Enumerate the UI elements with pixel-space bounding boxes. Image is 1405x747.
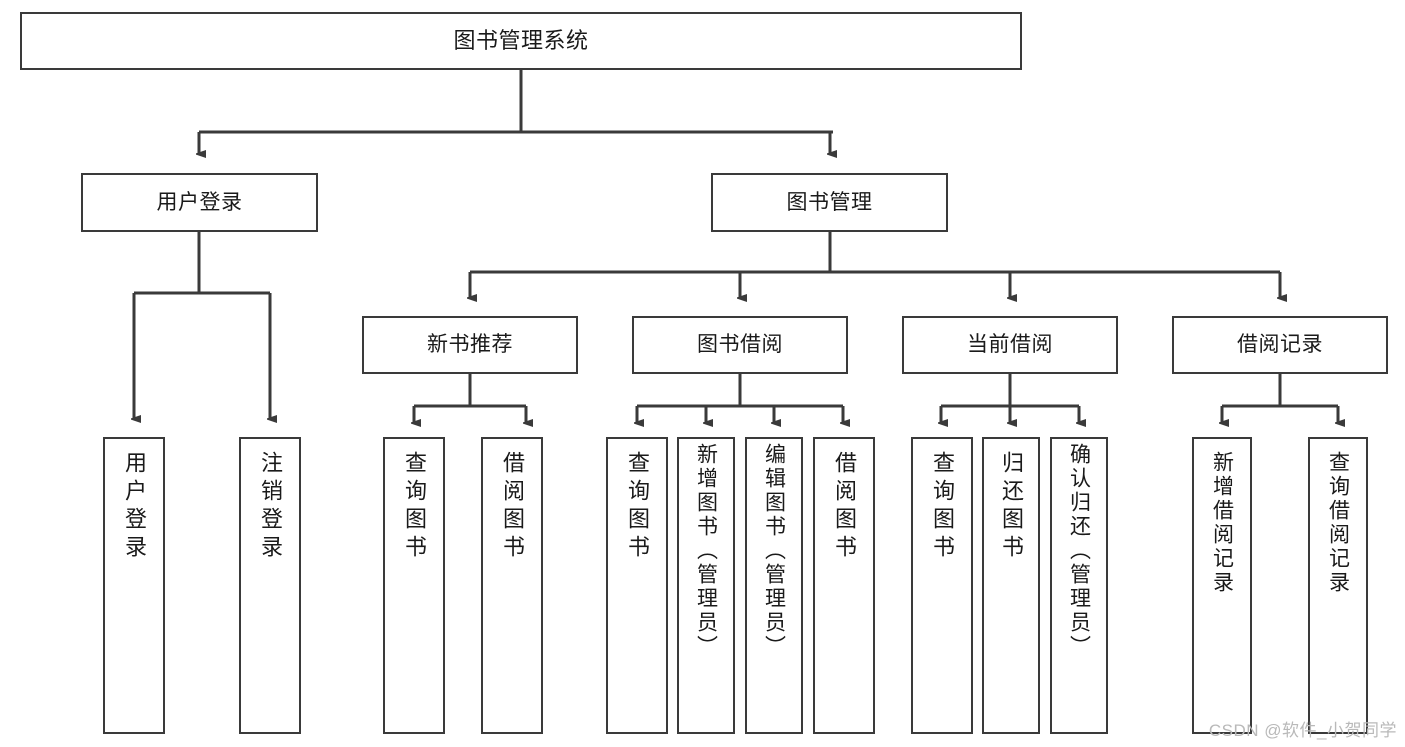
leaf-current-borrow-return[interactable]: 归还图书 <box>982 437 1040 734</box>
node-root-system[interactable]: 图书管理系统 <box>20 12 1022 70</box>
leaf-new-book-borrow[interactable]: 借阅图书 <box>481 437 543 734</box>
leaf-label: 借阅图书 <box>832 451 857 563</box>
leaf-current-borrow-confirm-return[interactable]: 确认归还（管理员） <box>1050 437 1108 734</box>
node-book-management[interactable]: 图书管理 <box>711 173 948 232</box>
node-user-login[interactable]: 用户登录 <box>81 173 318 232</box>
node-book-borrow[interactable]: 图书借阅 <box>632 316 848 374</box>
watermark-text: CSDN @软件_小贺同学 <box>1208 721 1397 740</box>
leaf-label: 用户登录 <box>122 451 147 563</box>
leaf-label: 确认归还（管理员） <box>1067 443 1091 659</box>
leaf-book-borrow-add[interactable]: 新增图书（管理员） <box>677 437 735 734</box>
leaf-label: 查询借阅记录 <box>1326 451 1350 595</box>
node-new-book-recommend[interactable]: 新书推荐 <box>362 316 578 374</box>
node-current-borrow[interactable]: 当前借阅 <box>902 316 1118 374</box>
leaf-label: 查询图书 <box>402 451 427 563</box>
leaf-label: 新增借阅记录 <box>1210 451 1234 595</box>
leaf-label: 查询图书 <box>625 451 650 563</box>
leaf-label: 借阅图书 <box>500 451 525 563</box>
leaf-book-borrow-edit[interactable]: 编辑图书（管理员） <box>745 437 803 734</box>
node-borrow-record[interactable]: 借阅记录 <box>1172 316 1388 374</box>
leaf-book-borrow-borrow[interactable]: 借阅图书 <box>813 437 875 734</box>
leaf-current-borrow-query[interactable]: 查询图书 <box>911 437 973 734</box>
leaf-new-book-query[interactable]: 查询图书 <box>383 437 445 734</box>
leaf-label: 查询图书 <box>930 451 955 563</box>
leaf-user-login-signin[interactable]: 用户登录 <box>103 437 165 734</box>
leaf-book-borrow-query[interactable]: 查询图书 <box>606 437 668 734</box>
leaf-label: 新增图书（管理员） <box>694 443 718 659</box>
leaf-label: 注销登录 <box>258 451 283 563</box>
leaf-user-login-signout[interactable]: 注销登录 <box>239 437 301 734</box>
leaf-borrow-record-query[interactable]: 查询借阅记录 <box>1308 437 1368 734</box>
leaf-label: 归还图书 <box>999 451 1024 563</box>
leaf-borrow-record-add[interactable]: 新增借阅记录 <box>1192 437 1252 734</box>
leaf-label: 编辑图书（管理员） <box>762 443 786 659</box>
